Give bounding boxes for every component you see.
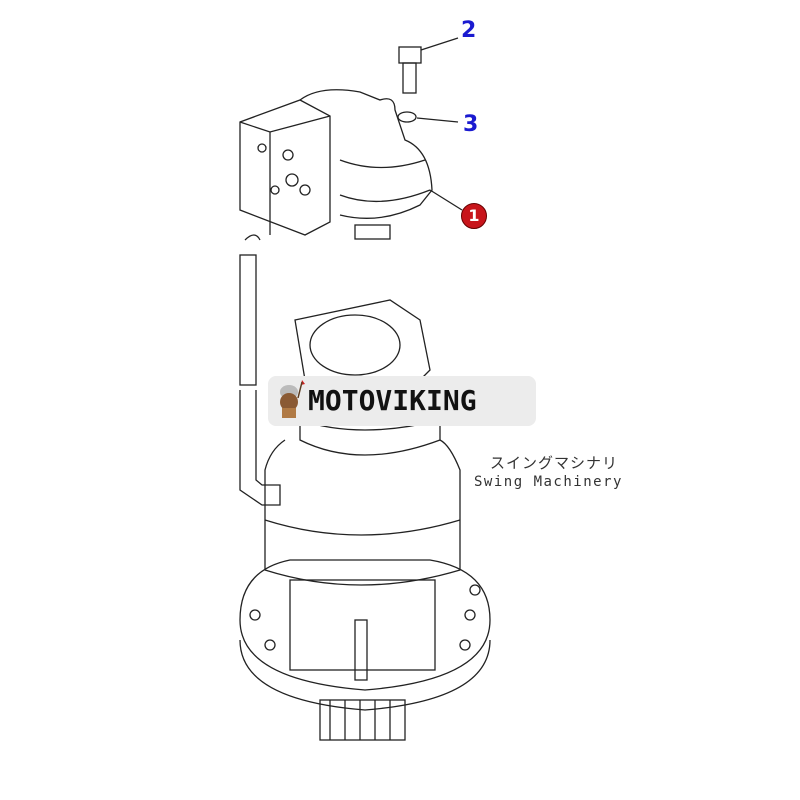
callout-3: 3 xyxy=(463,112,479,137)
logo-text: MOTOVIKING xyxy=(308,384,477,417)
caption-english: Swing Machinery xyxy=(474,474,623,490)
bolt-drawing xyxy=(398,37,459,94)
housing-drawing xyxy=(239,299,491,741)
watermark-logo: MOTOVIKING xyxy=(268,376,536,426)
rod-drawing xyxy=(239,234,281,506)
viking-mascot-icon xyxy=(280,380,305,418)
caption-japanese: スイングマシナリ xyxy=(490,454,619,472)
callout-1-badge: 1 xyxy=(461,203,487,229)
motor-drawing xyxy=(239,89,463,240)
callout-2: 2 xyxy=(461,18,477,43)
washer-drawing xyxy=(397,111,459,123)
